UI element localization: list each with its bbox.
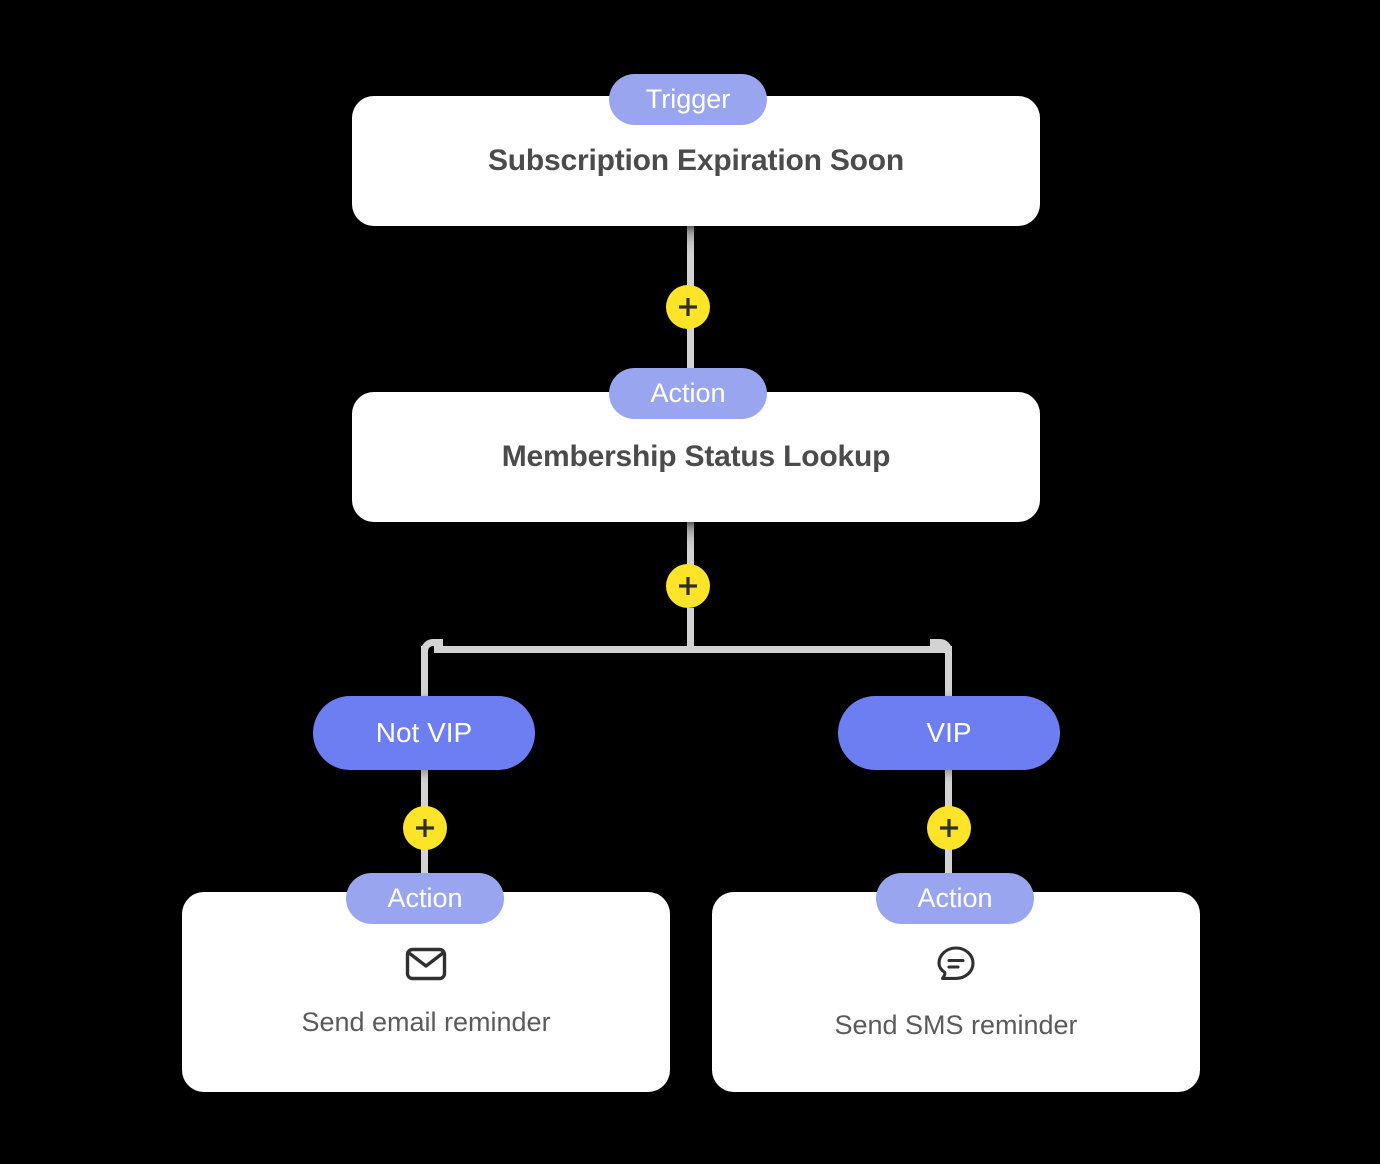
branch-pill-vip[interactable]: VIP	[838, 696, 1060, 770]
trigger-card-title: Subscription Expiration Soon	[487, 144, 905, 177]
membership-lookup-card-title: Membership Status Lookup	[501, 440, 891, 473]
sms-action-card[interactable]: Send SMS reminder	[712, 892, 1200, 1092]
chat-bubble-icon	[935, 944, 977, 984]
sms-action-badge[interactable]: Action	[876, 873, 1034, 924]
connector-plus4-to-sms	[945, 840, 952, 900]
plus-icon	[677, 296, 699, 318]
add-step-button-after-trigger[interactable]	[666, 285, 710, 329]
add-step-button-after-lookup[interactable]	[666, 564, 710, 608]
add-step-button-after-vip[interactable]	[927, 806, 971, 850]
connector-bus-to-not-vip	[421, 646, 428, 708]
connector-branch-bus	[434, 646, 948, 653]
connector-elbow-right	[930, 639, 952, 661]
connector-not-vip-to-plus3	[421, 764, 428, 814]
lookup-action-badge[interactable]: Action	[609, 368, 767, 419]
email-action-card-title: Send email reminder	[301, 1006, 551, 1037]
connector-lookup-to-plus2	[687, 518, 694, 588]
add-step-button-after-not-vip[interactable]	[403, 806, 447, 850]
branch-pill-not-vip[interactable]: Not VIP	[313, 696, 535, 770]
plus-icon	[414, 817, 436, 839]
email-action-card[interactable]: Send email reminder	[182, 892, 670, 1092]
trigger-badge[interactable]: Trigger	[609, 74, 767, 125]
connector-plus2-to-bus	[687, 608, 694, 650]
connector-bus-to-vip	[945, 646, 952, 708]
connector-plus3-to-email	[421, 840, 428, 900]
connector-trigger-to-plus1	[687, 222, 694, 302]
connector-vip-to-plus4	[945, 764, 952, 814]
plus-icon	[677, 575, 699, 597]
email-action-badge[interactable]: Action	[346, 873, 504, 924]
sms-action-card-title: Send SMS reminder	[834, 1009, 1078, 1040]
connector-elbow-left	[421, 639, 443, 661]
envelope-icon	[405, 947, 447, 981]
plus-icon	[938, 817, 960, 839]
connector-plus1-to-lookup	[687, 326, 694, 406]
